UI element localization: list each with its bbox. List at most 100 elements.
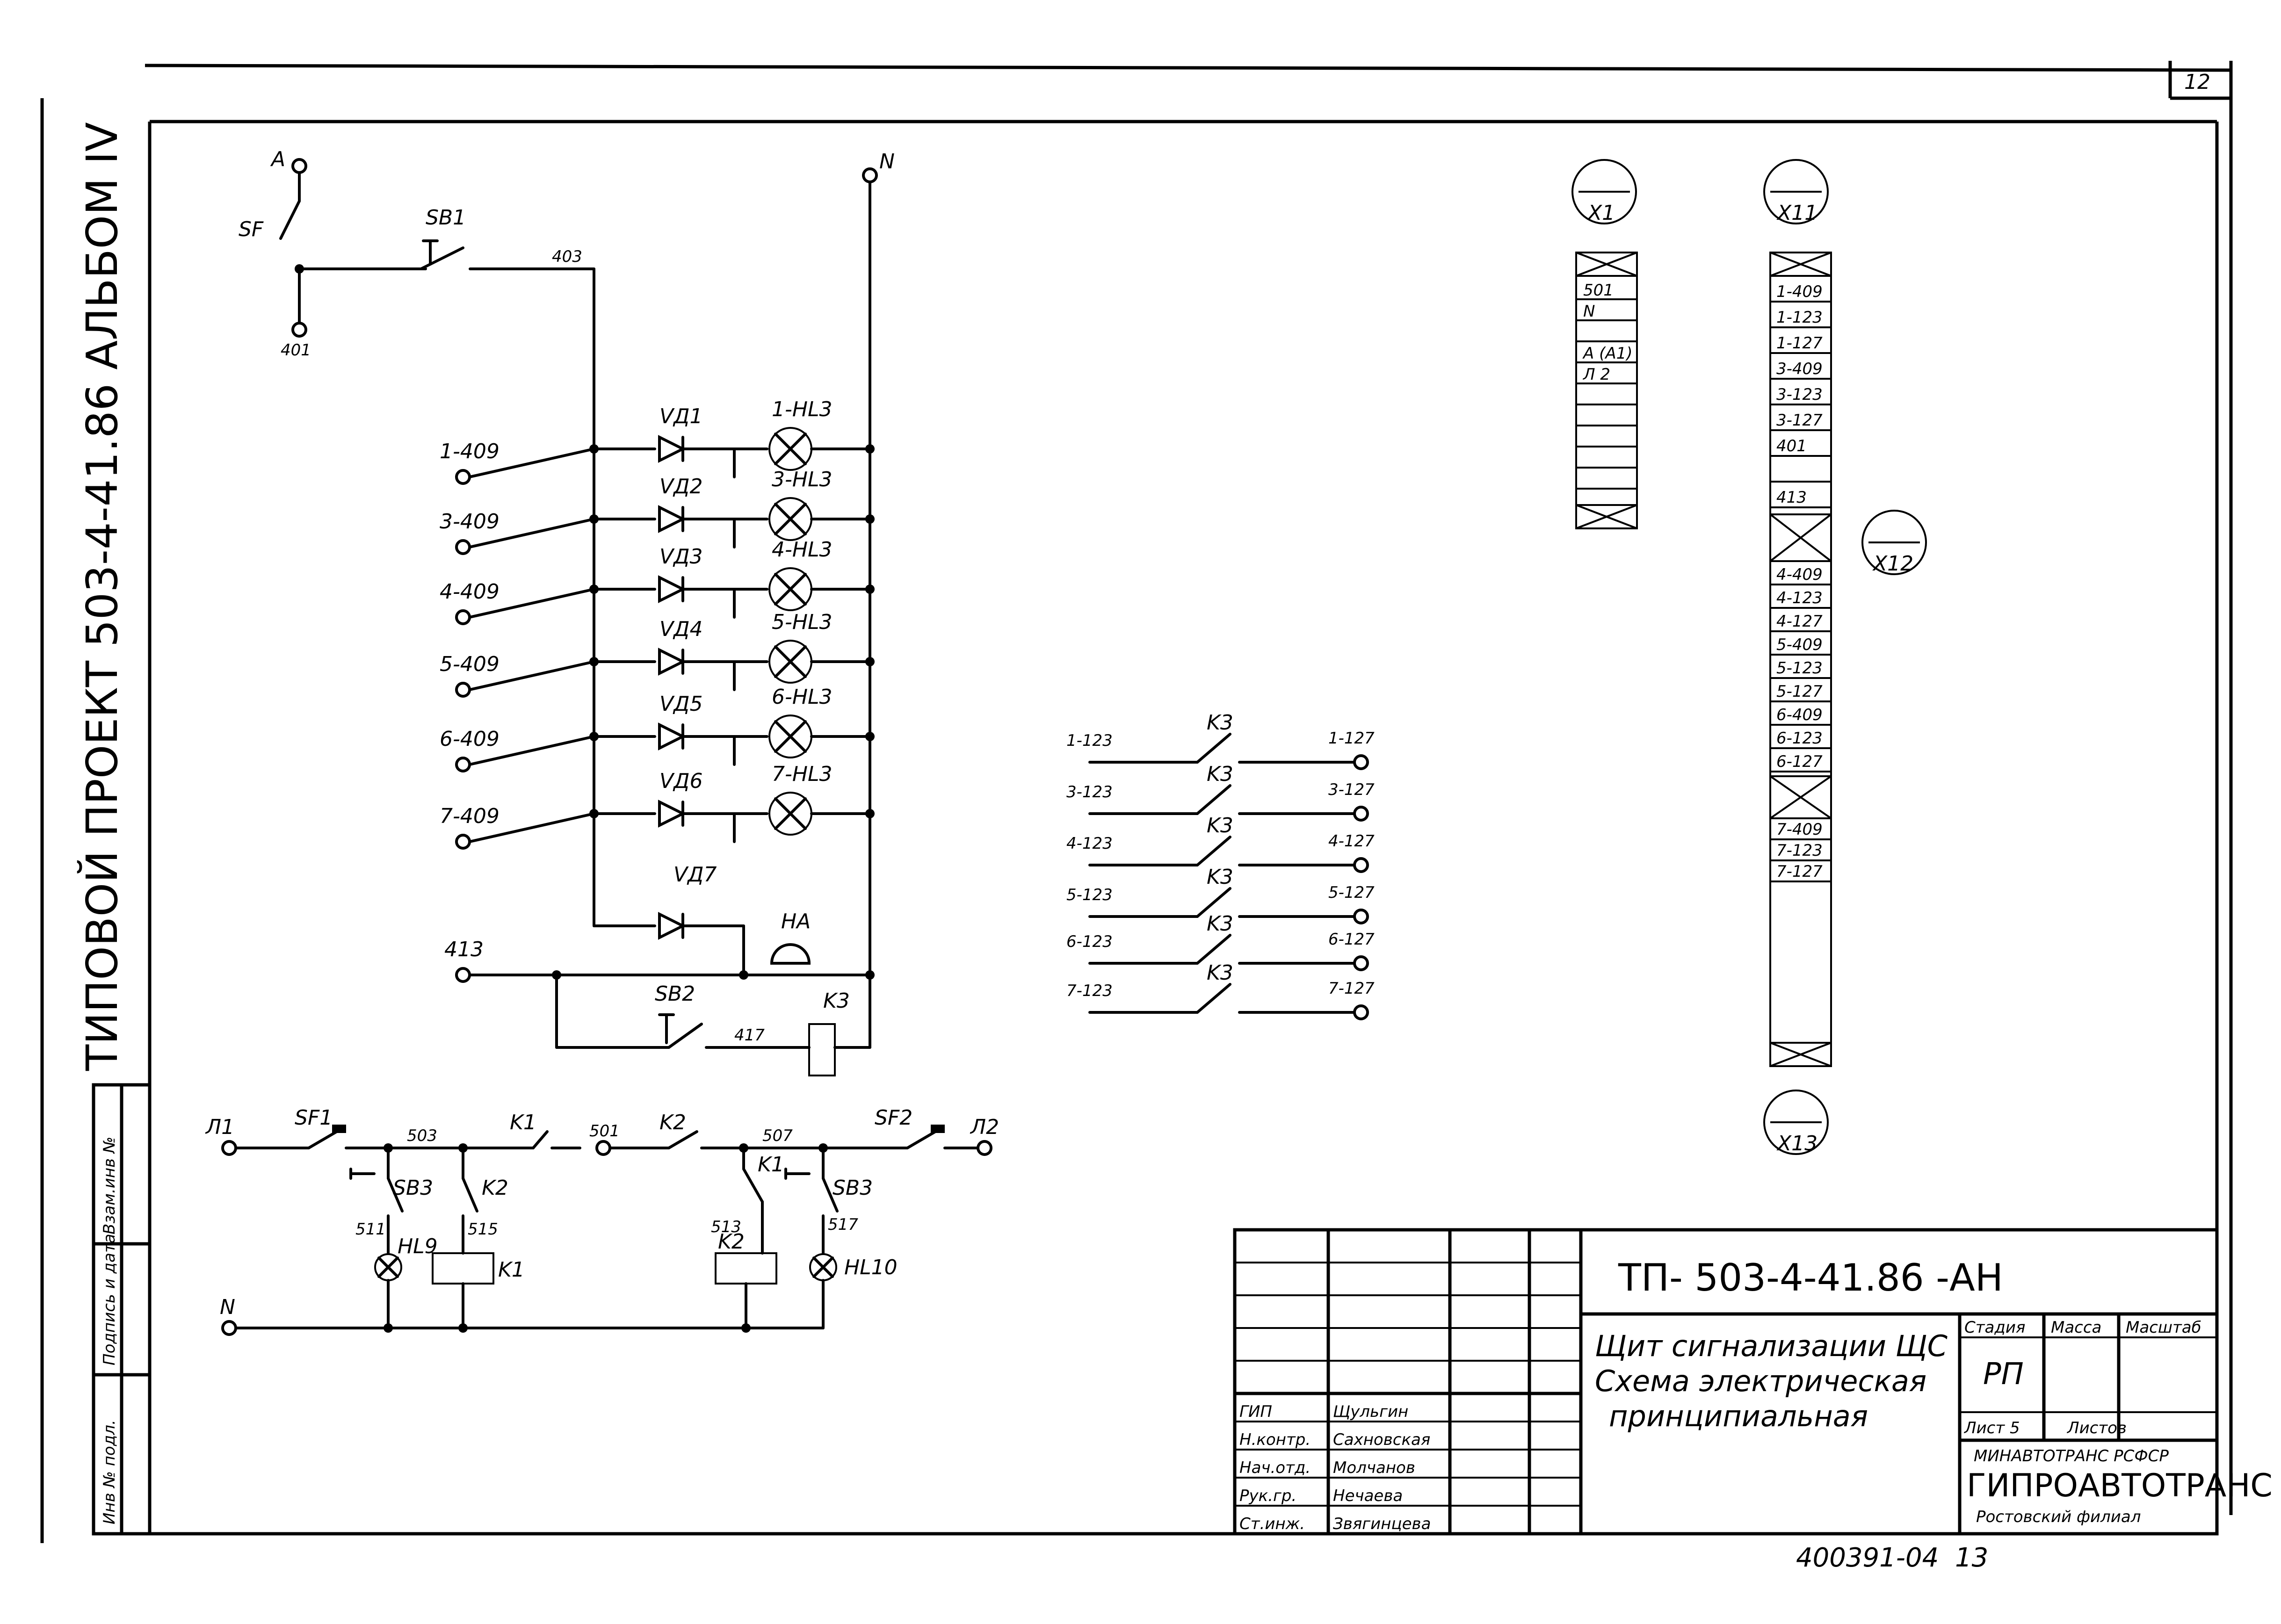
contact-k3-label: K3 xyxy=(1207,762,1233,786)
input-label: 1-409 xyxy=(440,440,500,463)
tb-org: ГИПРОАВТОТРАНС xyxy=(1967,1467,2273,1504)
k3-contacts: 1-123K31-1273-123K33-1274-123K34-1275-12… xyxy=(1066,711,1375,1020)
label-coil-k2: K2 xyxy=(718,1230,745,1254)
tb-code: ТП- 503-4-41.86 -АН xyxy=(1618,1256,2003,1299)
x11-cell: 401 xyxy=(1776,437,1807,455)
tb-title-3: принципиальная xyxy=(1609,1399,1868,1433)
title-block xyxy=(1233,1228,2219,1536)
input-label: 7-409 xyxy=(440,804,500,828)
contact-k3-label: K3 xyxy=(1207,814,1233,837)
label-sb3-left: SB3 xyxy=(393,1176,433,1200)
tb-org-top: МИНАВТОТРАНС РСФСР xyxy=(1974,1447,2169,1465)
input-terminal xyxy=(455,757,471,772)
x11-id: X11 xyxy=(1776,201,1818,225)
contact-left-label: 1-123 xyxy=(1066,731,1113,750)
staff-role: Нач.отд. xyxy=(1239,1458,1311,1477)
x11-cell: 6-123 xyxy=(1776,729,1823,748)
contact-left-label: 4-123 xyxy=(1066,834,1113,853)
contact-right-label: 5-127 xyxy=(1328,883,1375,902)
label-phase-a: A xyxy=(270,147,285,171)
contact-right-label: 6-127 xyxy=(1328,930,1375,949)
album-title: ТИПОВОЙ ПРОЕКТ 503-4-41.86 АЛЬБОМ IV xyxy=(77,122,127,1071)
label-503: 503 xyxy=(407,1126,437,1145)
label-501: 501 xyxy=(589,1122,620,1140)
x13-id: X13 xyxy=(1776,1132,1818,1155)
bottom-code: 400391-04 xyxy=(1796,1543,1939,1573)
label-l1: Л1 xyxy=(205,1115,234,1139)
staff-name: Сахновская xyxy=(1333,1430,1430,1449)
drawing-frame xyxy=(40,61,2233,1543)
label-neutral-n: N xyxy=(879,150,895,173)
x11-cell: 6-127 xyxy=(1776,752,1823,771)
x11-cell: 1-123 xyxy=(1776,308,1823,327)
x11-cell: 413 xyxy=(1776,488,1807,507)
diode-label: VД2 xyxy=(659,475,702,498)
lamp-label: 3-HL3 xyxy=(772,468,832,491)
input-label: 4-409 xyxy=(440,580,500,604)
label-sb2: SB2 xyxy=(655,982,695,1006)
x11-cell: 3-127 xyxy=(1776,411,1823,430)
lamp-label: 7-HL3 xyxy=(772,762,832,786)
staff-name: Щульгин xyxy=(1333,1402,1408,1421)
label-403: 403 xyxy=(552,247,582,266)
sheet-number: 12 xyxy=(2184,70,2210,94)
contact-right-label: 4-127 xyxy=(1328,832,1375,851)
label-coil-k1: K1 xyxy=(498,1258,525,1282)
label-515: 515 xyxy=(468,1220,498,1239)
input-terminal xyxy=(455,609,471,625)
label-517: 517 xyxy=(828,1215,858,1234)
x11-cell: 3-123 xyxy=(1776,385,1823,404)
x11-cell: 3-409 xyxy=(1776,360,1823,378)
staff-role: Н.контр. xyxy=(1239,1430,1311,1449)
x11-cell: 7-127 xyxy=(1776,862,1823,881)
staff-role: Рук.гр. xyxy=(1239,1487,1296,1505)
lamp-label: 1-HL3 xyxy=(772,397,832,421)
diode-symbol xyxy=(658,722,686,751)
terminal-block-x1 xyxy=(1571,159,1638,529)
label-sb3-right: SB3 xyxy=(833,1176,873,1200)
x11-cell: 7-123 xyxy=(1776,841,1823,860)
stamp-replace: Взам.инв № xyxy=(100,1137,119,1234)
label-513: 513 xyxy=(711,1218,741,1236)
tb-sheet: Лист 5 xyxy=(1963,1419,2020,1437)
input-terminal xyxy=(455,469,471,485)
staff-role: Ст.инж. xyxy=(1239,1515,1305,1533)
label-413: 413 xyxy=(444,938,484,961)
label-511: 511 xyxy=(355,1220,386,1239)
label-hl10: HL10 xyxy=(844,1256,898,1279)
x11-cells: 1-4091-1231-1273-4093-1233-1274014134-40… xyxy=(1770,282,1831,882)
staff-name: Нечаева xyxy=(1333,1487,1403,1505)
x1-cell: A (A1) xyxy=(1582,344,1633,363)
diode-symbol xyxy=(658,505,686,533)
contact-left-label: 3-123 xyxy=(1066,783,1113,801)
input-label: 5-409 xyxy=(440,652,500,676)
diode-symbol xyxy=(658,800,686,828)
x12-id: X12 xyxy=(1872,552,1913,576)
input-label: 3-409 xyxy=(440,510,500,534)
x11-cell: 5-409 xyxy=(1776,635,1823,654)
label-sf1: SF1 xyxy=(295,1106,333,1130)
x11-cell: 7-409 xyxy=(1776,820,1823,839)
label-k2-nc: K2 xyxy=(482,1176,508,1200)
x1-cell: N xyxy=(1583,302,1595,321)
contact-k3-label: K3 xyxy=(1207,961,1233,985)
diode-label: VД5 xyxy=(659,692,702,716)
terminal-block-x11 xyxy=(1763,159,1927,1155)
label-l2: Л2 xyxy=(970,1115,999,1139)
label-k3-coil: K3 xyxy=(823,989,850,1013)
input-label: 6-409 xyxy=(440,727,500,751)
tb-sheets: Листов xyxy=(2066,1419,2127,1437)
tb-title-1: Щит сигнализации ЩС xyxy=(1595,1329,1948,1363)
tb-org-sub: Ростовский филиал xyxy=(1976,1508,2141,1526)
label-k1-contact: K1 xyxy=(510,1111,536,1134)
tb-stage-hdr: Стадия xyxy=(1964,1318,2025,1337)
label-vd7: VД7 xyxy=(673,863,717,887)
